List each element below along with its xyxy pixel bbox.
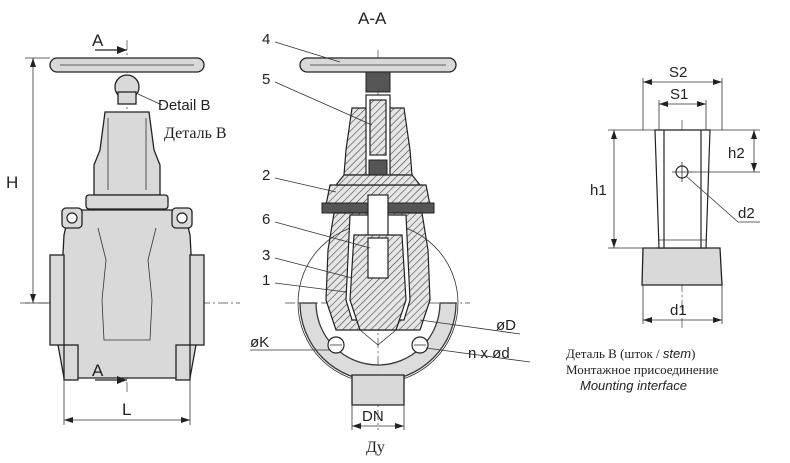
detail-s2-label: S2 — [669, 64, 687, 81]
part-5-label: 5 — [262, 71, 270, 88]
detail-d2-label: d2 — [738, 205, 755, 222]
section-title: A-A — [358, 9, 387, 28]
front-bonnet — [93, 111, 161, 196]
detail-caption-line1: Деталь В (шток / stem) — [566, 346, 695, 361]
detail-h1-label: h1 — [590, 182, 607, 199]
part-4-label: 4 — [262, 31, 270, 48]
part-3-label: 3 — [262, 247, 270, 264]
detail-b-view: S2 S1 h1 h2 d2 d1 Деталь — [566, 64, 760, 393]
detail-h2-label: h2 — [728, 145, 745, 162]
dim-holes-label: n x ød — [468, 345, 510, 362]
dim-nominal-label: DN — [362, 408, 384, 425]
detail-caption-line1-end: ) — [691, 346, 695, 361]
front-view: A A H L Detail B Деталь В — [6, 31, 240, 425]
part-2-label: 2 — [262, 167, 270, 184]
detail-b-callout-en: Detail B — [158, 97, 211, 114]
dim-nominal-ru-label: Ду — [366, 439, 385, 456]
detail-caption-line3: Mounting interface — [580, 378, 687, 393]
dim-length-label: L — [122, 400, 131, 419]
detail-caption-line1-it: stem — [663, 346, 691, 361]
part-1-label: 1 — [262, 272, 270, 289]
dim-height-label: H — [6, 173, 18, 192]
section-mark-bottom: A — [92, 361, 104, 380]
detail-caption-line1-ru: Деталь В (шток / — [566, 346, 663, 361]
front-body — [57, 209, 197, 379]
dim-outer-label: øD — [496, 317, 516, 334]
detail-d1-label: d1 — [670, 302, 687, 319]
dim-bolt-circle-label: øK — [250, 334, 269, 351]
detail-b-callout-ru: Деталь В — [164, 125, 227, 142]
detail-caption-line2: Монтажное присоединение — [566, 362, 719, 377]
part-6-label: 6 — [262, 211, 270, 228]
detail-s1-label: S1 — [670, 86, 688, 103]
section-view: A-A — [250, 9, 531, 456]
section-mark-top: A — [92, 31, 104, 50]
